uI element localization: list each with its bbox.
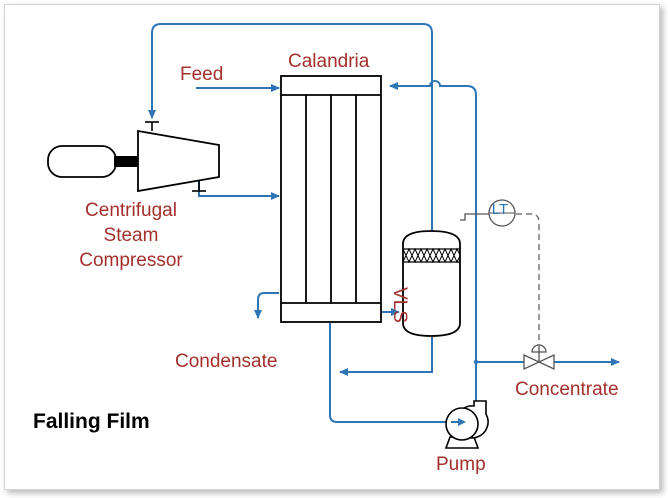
calandria-label: Calandria <box>288 51 370 72</box>
compressor-label-line-2: Steam <box>103 225 159 246</box>
compressor-icon <box>137 121 220 193</box>
vls-icon <box>402 230 461 337</box>
pump-label: Pump <box>436 454 486 475</box>
feed-label: Feed <box>180 64 224 85</box>
calandria-to-pump-pipe <box>329 323 451 423</box>
diagram-title: Falling Film <box>33 410 150 433</box>
vls-label: VLS <box>389 287 410 323</box>
compressor-label-line-1: Centrifugal <box>85 200 177 221</box>
level-signal-lines <box>460 213 540 346</box>
concentrate-junction <box>473 359 479 365</box>
compressor-label-line-3: Compressor <box>79 250 183 271</box>
pump-icon <box>444 400 489 449</box>
level-transmitter-icon <box>488 199 516 227</box>
recirculation-pipe <box>389 80 477 424</box>
concentrate-label: Concentrate <box>515 379 619 400</box>
vapor-recycle-pipe <box>148 23 433 236</box>
compressor-discharge-pipe <box>198 181 280 200</box>
condensate-label: Condensate <box>175 351 278 372</box>
control-valve-icon <box>523 344 555 371</box>
motor-icon <box>47 145 138 178</box>
vls-bottom-pipe <box>339 336 433 376</box>
calandria-icon <box>280 75 382 323</box>
lt-label: LT <box>491 201 509 218</box>
condensate-pipe <box>254 292 279 319</box>
